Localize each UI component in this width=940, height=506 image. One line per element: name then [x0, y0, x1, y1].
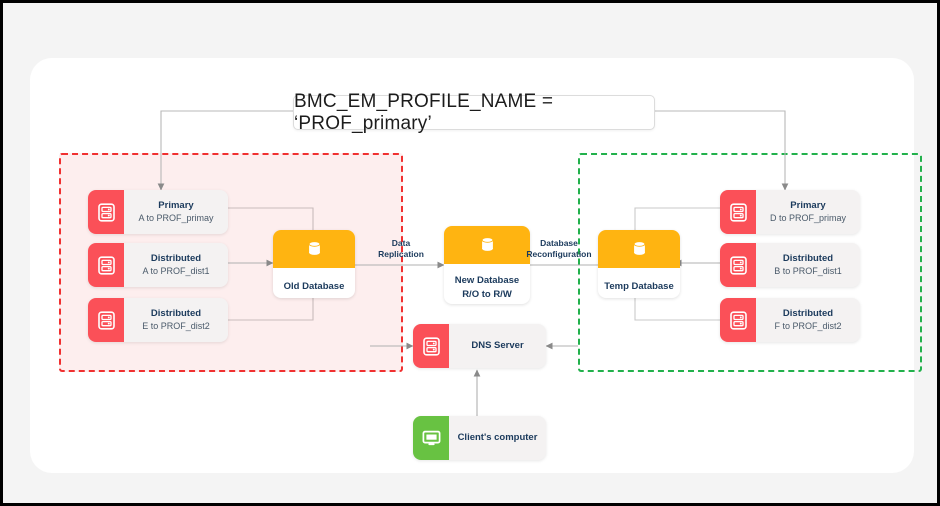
- node-body: Client's computer: [449, 432, 546, 445]
- server-icon: [720, 298, 756, 342]
- db-label-line2: R/O to R/W: [462, 289, 512, 300]
- node-title: Distributed: [150, 307, 202, 319]
- node-title: Primary: [790, 199, 826, 211]
- server-icon: [88, 243, 124, 287]
- node-subtitle: A to PROF_primay: [138, 213, 214, 224]
- node-body: Primary D to PROF_primay: [756, 200, 860, 225]
- database-label: Temp Database: [598, 268, 680, 298]
- node-subtitle: F to PROF_dist2: [774, 321, 842, 332]
- database-label: Old Database: [273, 268, 355, 298]
- edge-label-line1: Database: [540, 238, 578, 248]
- target-node-distributed-2[interactable]: Distributed F to PROF_dist2: [720, 298, 860, 342]
- connector-layer: [157, 110, 789, 418]
- monitor-icon: [413, 416, 449, 460]
- diagram-stage: BMC_EM_PROFILE_NAME = ‘PROF_primary’ Pri…: [30, 58, 922, 473]
- profile-name-banner: BMC_EM_PROFILE_NAME = ‘PROF_primary’: [293, 91, 655, 134]
- server-icon: [720, 243, 756, 287]
- dns-server-node[interactable]: DNS Server: [413, 324, 546, 368]
- node-body: Primary A to PROF_primay: [124, 200, 228, 225]
- node-subtitle: A to PROF_dist1: [142, 266, 210, 277]
- database-label: New Database R/O to R/W: [444, 264, 530, 304]
- database-icon: [444, 226, 530, 264]
- node-body: DNS Server: [449, 340, 546, 353]
- source-node-distributed-1[interactable]: Distributed A to PROF_dist1: [88, 243, 228, 287]
- db-label-line1: Temp Database: [604, 281, 674, 293]
- node-body: Distributed B to PROF_dist1: [756, 253, 860, 278]
- db-label-line1: New Database: [454, 275, 520, 287]
- screenshot-frame: BMC_EM_PROFILE_NAME = ‘PROF_primary’ Pri…: [3, 3, 937, 503]
- database-icon: [598, 230, 680, 268]
- node-subtitle: B to PROF_dist1: [774, 266, 842, 277]
- node-subtitle: D to PROF_primay: [769, 213, 847, 224]
- db-label-line1: Old Database: [283, 281, 345, 293]
- node-title: Distributed: [150, 252, 202, 264]
- target-cluster-group: [578, 153, 922, 372]
- server-icon: [720, 190, 756, 234]
- source-node-distributed-2[interactable]: Distributed E to PROF_dist2: [88, 298, 228, 342]
- client-computer-label: Client's computer: [457, 431, 538, 443]
- diagram-canvas: BMC_EM_PROFILE_NAME = ‘PROF_primary’ Pri…: [30, 58, 922, 473]
- client-computer-node[interactable]: Client's computer: [413, 416, 546, 460]
- database-reconfiguration-label: Database Reconfiguration: [515, 238, 603, 260]
- new-database-node[interactable]: New Database R/O to R/W: [444, 226, 530, 304]
- node-title: Distributed: [782, 252, 834, 264]
- node-title: Distributed: [782, 307, 834, 319]
- edge-label-line1: Data: [391, 238, 411, 248]
- source-node-primary[interactable]: Primary A to PROF_primay: [88, 190, 228, 234]
- data-replication-label: Data Replication: [366, 238, 436, 260]
- old-database-node[interactable]: Old Database: [273, 230, 355, 298]
- temp-database-node[interactable]: Temp Database: [598, 230, 680, 298]
- node-body: Distributed F to PROF_dist2: [756, 308, 860, 333]
- dns-server-label: DNS Server: [471, 339, 524, 351]
- node-body: Distributed A to PROF_dist1: [124, 253, 228, 278]
- server-icon: [88, 298, 124, 342]
- edge-label-line2: Replication: [378, 249, 424, 260]
- target-node-primary[interactable]: Primary D to PROF_primay: [720, 190, 860, 234]
- node-title: Primary: [158, 199, 194, 211]
- node-body: Distributed E to PROF_dist2: [124, 308, 228, 333]
- edge-label-line2: Reconfiguration: [526, 249, 592, 260]
- database-icon: [273, 230, 355, 268]
- node-subtitle: E to PROF_dist2: [142, 321, 210, 332]
- server-icon: [413, 324, 449, 368]
- target-node-distributed-1[interactable]: Distributed B to PROF_dist1: [720, 243, 860, 287]
- server-icon: [88, 190, 124, 234]
